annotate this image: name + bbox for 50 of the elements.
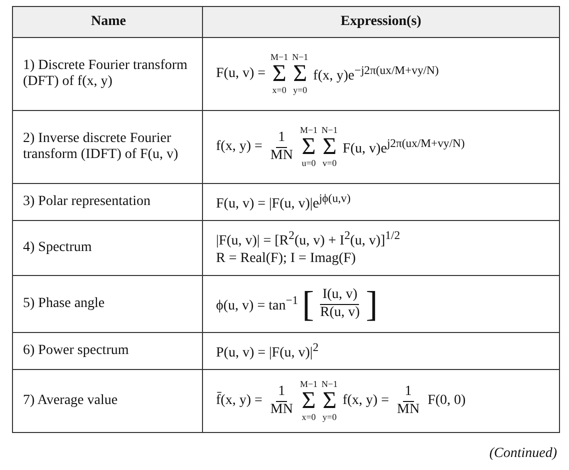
summation-lower-limit: y=0 bbox=[322, 413, 337, 422]
formula-text: F(u, v)e$^{j2π(ux/M+vy/N)}$ bbox=[342, 136, 465, 158]
summation-upper-limit: M−1 bbox=[300, 126, 318, 135]
summation-sign: Σ bbox=[322, 135, 337, 159]
summation-lower-limit: x=0 bbox=[302, 413, 316, 422]
formula-text: R = Real(F); I = Imag(F) bbox=[216, 251, 356, 268]
row-label: 2) Inverse discrete Fourier transform (IDFT) of F(u, v) bbox=[23, 131, 180, 163]
column-header: Name bbox=[91, 14, 126, 30]
row-label: 3) Polar representation bbox=[23, 194, 151, 210]
fraction-numerator: 1 bbox=[276, 130, 288, 148]
summation-sign: Σ bbox=[322, 389, 337, 413]
row-label: 7) Average value bbox=[23, 393, 118, 409]
fraction-numerator: 1 bbox=[402, 384, 414, 402]
fraction-numerator: 1 bbox=[276, 384, 288, 402]
row-label: 4) Spectrum bbox=[23, 240, 92, 256]
formula-text: f(x, y)e$^{−j2π(ux/M+vy/N)}$ bbox=[313, 64, 439, 84]
fraction-denominator: R(u, v) bbox=[319, 304, 361, 321]
summation-lower-limit: u=0 bbox=[302, 159, 316, 168]
row-label: 6) Power spectrum bbox=[23, 343, 129, 359]
continued-note: (Continued) bbox=[489, 446, 557, 461]
fraction-numerator: I(u, v) bbox=[320, 287, 360, 304]
bracket: ] bbox=[366, 286, 378, 322]
summation-upper-limit: M−1 bbox=[270, 53, 288, 62]
summation-upper-limit: M−1 bbox=[300, 380, 318, 389]
summation-sign: Σ bbox=[272, 62, 286, 86]
summation-lower-limit: v=0 bbox=[322, 159, 337, 168]
row-label: 1) Discrete Fourier transform (DFT) of f(x, y) bbox=[23, 58, 188, 90]
formula-text: f(x, y) = bbox=[216, 139, 262, 155]
summation-upper-limit: N−1 bbox=[292, 53, 308, 62]
formula-text: F(u, v) = |F(u, v)|e$^{jϕ(u,v)}$ bbox=[216, 192, 351, 212]
row-label: 5) Phase angle bbox=[23, 296, 105, 312]
summation-sign: Σ bbox=[302, 389, 316, 413]
formula-text: F(u, v) = bbox=[216, 66, 266, 82]
summation-upper-limit: N−1 bbox=[322, 126, 338, 135]
fraction-denominator: MN bbox=[269, 402, 294, 418]
summation-sign: Σ bbox=[302, 135, 316, 159]
summation-sign: Σ bbox=[293, 62, 308, 86]
formula-text: |F(u, v)| = [R$^{2}$(u, v) + I$^{2}$(u, v)]$^{1/2}$ bbox=[216, 228, 400, 250]
summation-upper-limit: N−1 bbox=[322, 380, 338, 389]
fraction-denominator: MN bbox=[269, 148, 294, 164]
column-header: Expression(s) bbox=[340, 14, 422, 30]
formula-text: f(x, y) = bbox=[342, 393, 389, 409]
formula-text: F(0, 0) bbox=[428, 393, 466, 409]
summation-lower-limit: x=0 bbox=[272, 86, 286, 95]
bracket: [ bbox=[302, 286, 314, 322]
summation-lower-limit: y=0 bbox=[293, 86, 308, 95]
formula-text: f̄(x, y) = bbox=[216, 393, 262, 409]
formula-text: P(u, v) = |F(u, v)|$^{2}$ bbox=[216, 340, 319, 362]
formula-text: ϕ(u, v) = tan$^{−1}$ bbox=[216, 294, 298, 314]
fraction-denominator: MN bbox=[396, 402, 421, 418]
